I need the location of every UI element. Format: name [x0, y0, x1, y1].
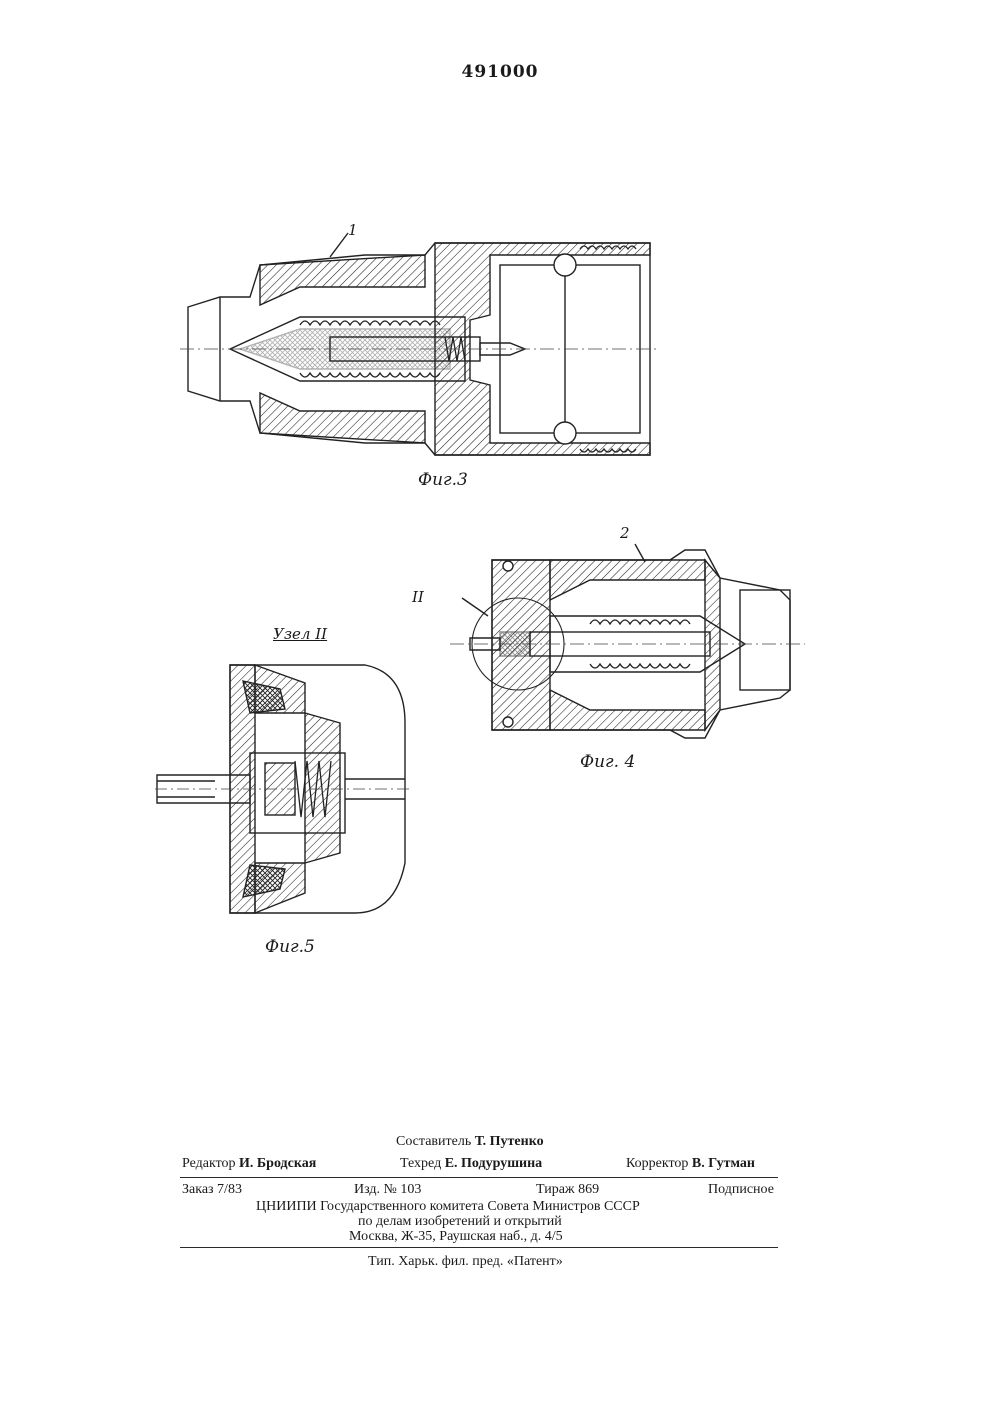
subscription: Подписное — [708, 1182, 774, 1198]
printer: Тип. Харьк. фил. пред. «Патент» — [368, 1254, 563, 1270]
techred-name: Е. Подурушина — [445, 1156, 542, 1171]
compiler-role: Составитель — [396, 1134, 471, 1149]
corrector-name: В. Гутман — [692, 1156, 755, 1171]
figure-3-label: 1 — [348, 221, 358, 239]
order-number: Заказ 7/83 — [182, 1182, 242, 1198]
corrector-role: Корректор — [626, 1156, 688, 1171]
imprint-rule-top — [180, 1177, 778, 1178]
imprint-compiler: Составитель Т. Путенко — [396, 1134, 544, 1150]
imprint-techred: Техред Е. Подурушина — [400, 1156, 542, 1172]
figure-5-caption: Фиг.5 — [265, 937, 315, 957]
techred-role: Техред — [400, 1156, 441, 1171]
imprint-rule-bottom — [180, 1247, 778, 1248]
figure-3: 1 Фиг.3 — [180, 225, 670, 475]
imprint-editor: Редактор И. Бродская — [182, 1156, 316, 1172]
imprint-corrector: Корректор В. Гутман — [626, 1156, 755, 1172]
editor-role: Редактор — [182, 1156, 236, 1171]
figure-4-drawing — [440, 520, 810, 760]
figure-4-label: 2 — [620, 524, 630, 542]
org-line-1: ЦНИИПИ Государственного комитета Совета … — [256, 1199, 640, 1215]
patent-number: 491000 — [0, 62, 1000, 82]
edition-number: Изд. № 103 — [354, 1182, 421, 1198]
editor-name: И. Бродская — [239, 1156, 316, 1171]
figure-5: Узел II Фиг.5 — [155, 625, 425, 965]
circulation: Тираж 869 — [536, 1182, 599, 1198]
figure-4: 2 II Фиг. 4 — [440, 520, 810, 780]
figure-4-caption: Фиг. 4 — [580, 752, 635, 772]
figure-5-title: Узел II — [273, 625, 327, 643]
figure-4-callout: II — [412, 588, 424, 606]
org-address: Москва, Ж-35, Раушская наб., д. 4/5 — [349, 1229, 563, 1245]
figure-3-drawing — [180, 225, 670, 475]
org-line-2: по делам изобретений и открытий — [358, 1214, 562, 1230]
figure-5-drawing — [155, 663, 425, 963]
compiler-name: Т. Путенко — [475, 1134, 544, 1149]
figure-3-caption: Фиг.3 — [418, 470, 468, 490]
